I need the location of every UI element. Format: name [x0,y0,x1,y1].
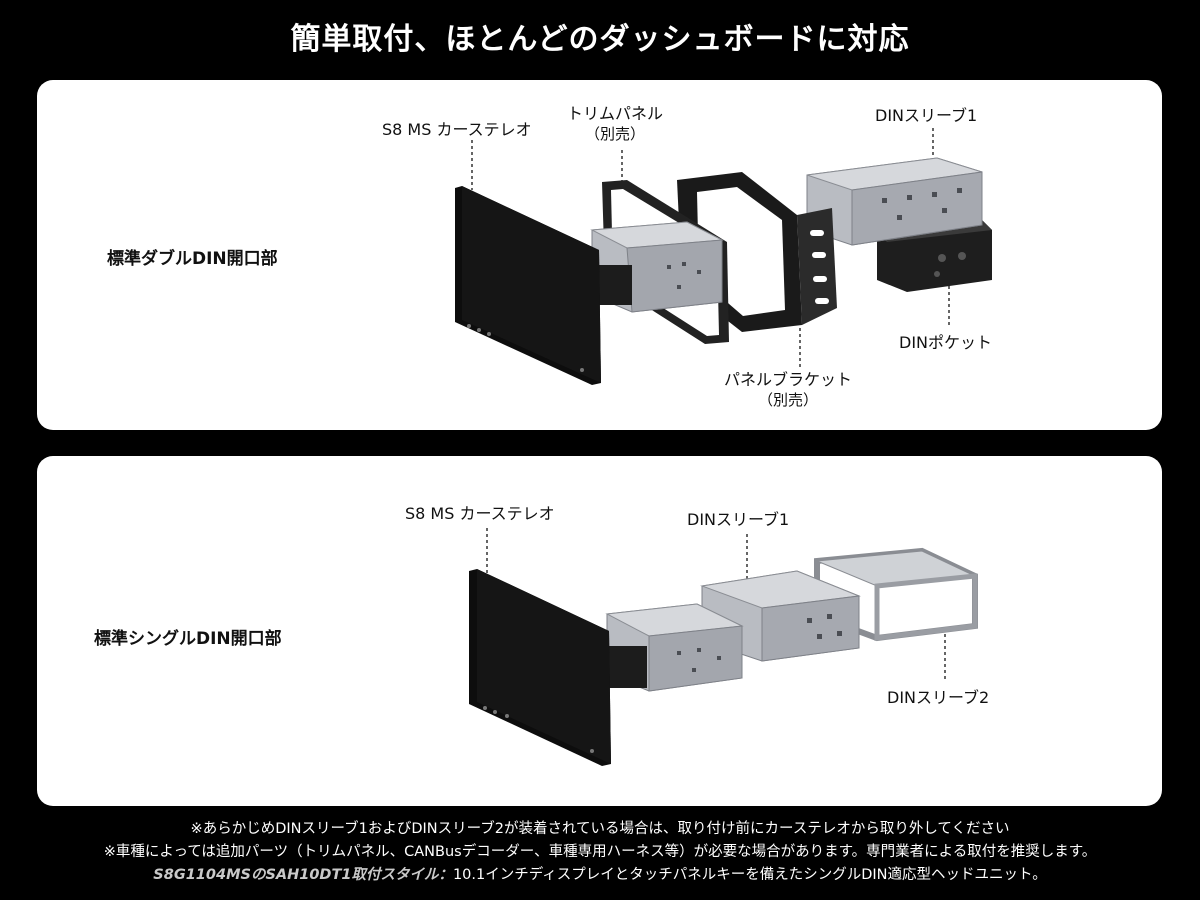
callout-din-sleeve-1: DINスリーブ1 [875,106,978,125]
model-description: 10.1インチディスプレイとタッチパネルキーを備えたシングルDIN適応型ヘッドユ… [452,867,1047,883]
single-din-exploded-diagram [469,528,978,766]
head-unit-chassis [590,221,724,313]
callout-panel-bracket: パネルブラケット （別売） [724,370,853,409]
double-din-panel: 標準ダブルDIN開口部 [37,80,1162,430]
callout-stereo: S8 MS カーステレオ [382,120,532,139]
din-sleeve-1-top [806,157,983,246]
callout-din-sleeve-2: DINスリーブ2 [887,688,990,707]
din-sleeve-1 [700,570,861,662]
callout-din-sleeve-1-2: DINスリーブ1 [687,510,790,529]
single-din-label: 標準シングルDIN開口部 [94,629,282,649]
callout-trim-panel: トリムパネル （別売） [567,104,664,143]
callout-stereo-2: S8 MS カーステレオ [405,504,555,523]
single-din-panel: 標準シングルDIN開口部 [37,456,1162,806]
double-din-label: 標準ダブルDIN開口部 [107,249,278,269]
model-style-label: S8G1104MSのSAH10DT1取付スタイル： [153,867,453,883]
double-din-exploded-diagram [455,128,992,385]
car-stereo-screen-2 [469,569,611,766]
head-unit-chassis-2 [605,603,744,692]
note-line-2: ※車種によっては追加パーツ（トリムパネル、CANBusデコーダー、車種専用ハーネ… [103,844,1097,860]
callout-din-pocket: DINポケット [899,333,993,352]
page-title: 簡単取付、ほとんどのダッシュボードに対応 [290,22,910,57]
note-line-3: S8G1104MSのSAH10DT1取付スタイル：10.1インチディスプレイとタ… [0,864,1200,887]
car-stereo-screen [455,186,601,385]
footnotes: ※あらかじめDINスリーブ1およびDINスリーブ2が装着されている場合は、取り付… [0,818,1200,887]
note-line-1: ※あらかじめDINスリーブ1およびDINスリーブ2が装着されている場合は、取り付… [190,821,1010,837]
